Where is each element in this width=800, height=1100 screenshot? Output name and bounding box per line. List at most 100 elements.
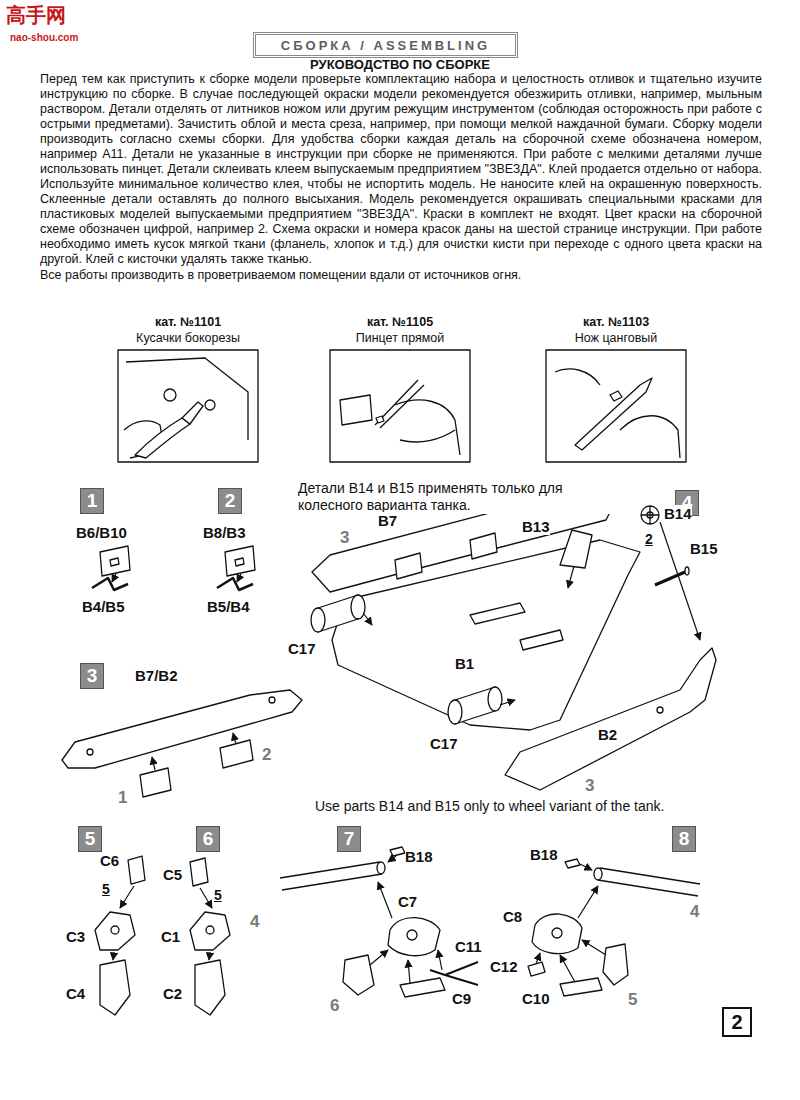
part-outline (200, 888, 212, 908)
label-wrap: 2 (645, 530, 653, 548)
part-outline (552, 928, 562, 938)
part-outline (364, 614, 372, 625)
label-wrap: 3 (340, 528, 349, 548)
part-outline (112, 574, 116, 582)
part-outline (269, 697, 275, 703)
part-outline (388, 918, 440, 956)
part-outline (378, 882, 392, 918)
part-label: C12 (490, 958, 518, 975)
label-wrap: Детали B14 и B15 применять только для ко… (298, 480, 616, 514)
part-label: B8/B3 (203, 524, 246, 541)
part-outline (235, 558, 244, 566)
part-outline (560, 978, 602, 996)
part-outline (388, 856, 396, 862)
part-outline (351, 595, 365, 619)
box-subtext: Нож цанговый (541, 330, 691, 346)
part-outline (205, 400, 215, 410)
label-wrap: C9 (452, 990, 471, 1008)
paint-number: 5 (102, 881, 110, 897)
watermark: nao-shou.com (10, 32, 78, 43)
part-outline (100, 960, 130, 1015)
label-wrap: 4 (250, 912, 259, 932)
part-outline (370, 950, 388, 965)
box-text: 2 (225, 490, 236, 512)
part-label: C17 (288, 640, 316, 657)
step-number: 5 (78, 826, 102, 852)
label-wrap: B5/B4 (207, 598, 250, 616)
part-outline (438, 950, 442, 970)
part-outline (641, 506, 659, 524)
box-text: 2 (731, 1011, 742, 1034)
label-wrap: C3 (66, 928, 85, 946)
part-label: B4/B5 (82, 598, 125, 615)
part-outline (470, 533, 497, 559)
part-outline (135, 418, 190, 458)
part-label: C17 (430, 735, 458, 752)
part-outline (565, 859, 580, 868)
part-label: B1 (455, 655, 474, 672)
part-outline (536, 953, 540, 964)
label-wrap: Перед тем как приступить к сборке модели… (40, 72, 762, 267)
part-outline (620, 416, 680, 458)
callout-number: 3 (585, 776, 594, 795)
label-wrap: 5 (102, 880, 110, 898)
callout-number: 1 (118, 788, 127, 807)
label-wrap: C1 (161, 928, 180, 946)
label-wrap: C4 (66, 985, 85, 1003)
note-text: Use parts B14 and B15 only to wheel vari… (315, 798, 755, 815)
part-outline (206, 926, 214, 934)
part-outline (505, 648, 716, 790)
part-outline (340, 395, 372, 425)
label-wrap: 2 (262, 745, 271, 765)
box-text: 1 (87, 490, 98, 512)
part-outline (95, 912, 135, 950)
label-wrap: Все работы производить в проветриваемом … (40, 268, 762, 283)
label-wrap: B1 (455, 655, 474, 673)
part-outline (182, 402, 203, 424)
label-wrap: 4 (690, 902, 699, 922)
part-outline (685, 567, 689, 575)
step-number: 2 (218, 488, 242, 514)
part-label: C2 (163, 985, 182, 1002)
section-header: СБОРКА / ASSEMBLING (253, 32, 518, 58)
part-outline (140, 768, 171, 797)
part-label: B7/B2 (135, 667, 178, 684)
part-outline (568, 566, 574, 588)
watermark: 高手网 (6, 3, 66, 27)
part-label: C6 (100, 852, 119, 869)
part-outline (100, 546, 130, 576)
label-wrap: 3 (585, 776, 594, 796)
box-subtext: Кусачки бокорезы (113, 330, 263, 346)
part-outline (152, 757, 155, 770)
part-outline (575, 378, 652, 450)
box-text: 6 (203, 828, 214, 850)
part-outline (390, 847, 405, 856)
part-group (217, 546, 255, 590)
part-outline (164, 389, 176, 401)
note-text: Детали B14 и B15 применять только для ко… (298, 480, 616, 514)
part-outline (220, 740, 253, 768)
part-outline (190, 858, 208, 886)
part-outline (448, 700, 462, 724)
label-wrap: C5 (163, 866, 182, 884)
label-wrap: B18 (530, 846, 558, 864)
part-label: C1 (161, 928, 180, 945)
part-outline (190, 912, 230, 950)
part-outline (560, 955, 575, 982)
part-outline (400, 978, 445, 997)
part-label: C4 (66, 985, 85, 1002)
paint-number: 2 (645, 531, 653, 547)
step-number: 7 (337, 826, 361, 852)
part-label: C5 (163, 866, 182, 883)
part-label: C8 (503, 908, 522, 925)
tool-panel: кат. №1101Кусачки бокорезы (113, 314, 263, 346)
part-label: B13 (522, 518, 550, 535)
part-outline (217, 578, 253, 590)
part-outline (395, 553, 422, 579)
label-wrap: 5 (628, 990, 637, 1010)
part-outline (111, 926, 119, 934)
part-outline (594, 868, 602, 880)
label-wrap: B14 (664, 505, 692, 523)
instruction-text: Перед тем как приступить к сборке модели… (40, 72, 762, 267)
part-outline (280, 862, 382, 890)
